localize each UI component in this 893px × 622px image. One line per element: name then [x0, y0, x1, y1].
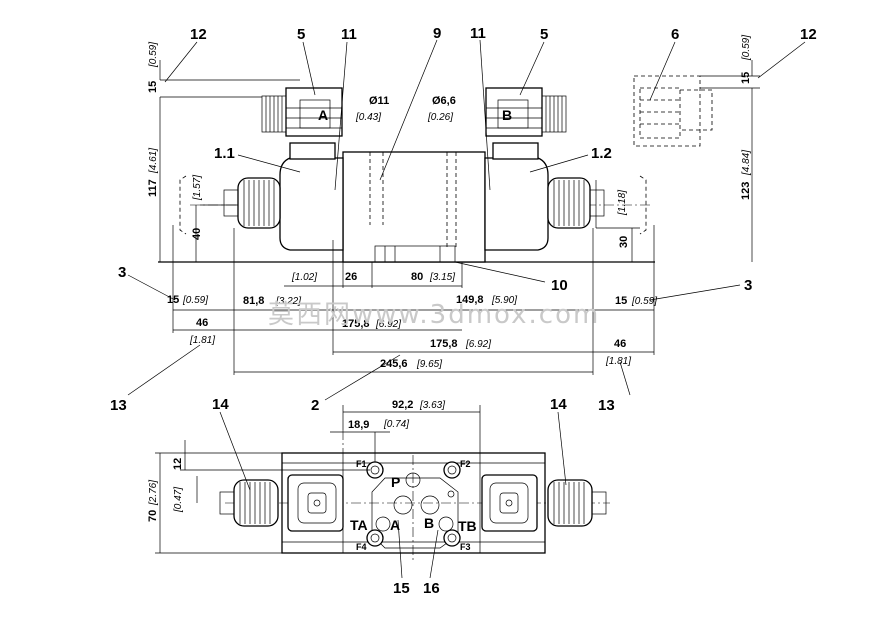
dim-102-in: [1.02]	[291, 272, 317, 283]
dim-2456-in: [9.65]	[416, 359, 442, 370]
port-b-hole	[420, 495, 440, 515]
dim-46-right-in: [1.81]	[605, 356, 631, 367]
dim-26: 26	[345, 271, 357, 283]
port-tb-label: TB	[458, 518, 477, 534]
dim-1758-a-in: [6.92]	[375, 319, 401, 330]
label-f3: F3	[460, 542, 471, 552]
connector-right	[485, 87, 543, 137]
callout-3-right: 3	[744, 277, 752, 294]
dim-15-vert-left: 15	[147, 81, 159, 93]
port-ta-label: TA	[350, 517, 368, 533]
callout-12-left: 12	[190, 26, 207, 43]
mounting-interface	[371, 477, 459, 549]
dim-1498-in: [5.90]	[491, 295, 517, 306]
callout-3-left: 3	[118, 264, 126, 281]
dim-46-left: 46	[196, 317, 208, 329]
dim-15-h-right-in: [0.59]	[631, 296, 657, 307]
callout-10: 10	[551, 277, 568, 294]
solenoid-right	[484, 157, 549, 251]
callout-5-left: 5	[297, 26, 305, 43]
dim-1758-a: 175,8	[342, 318, 370, 330]
dim-30: 30	[618, 236, 630, 248]
dim-80-in: [3.15]	[429, 272, 455, 283]
callout-1-2: 1.2	[591, 145, 612, 162]
dim-80: 80	[411, 271, 423, 283]
callout-12-right: 12	[800, 26, 817, 43]
callout-13-right: 13	[598, 397, 615, 414]
dim-dia-11: Ø11	[369, 95, 389, 107]
callout-14-left: 14	[212, 396, 229, 413]
dim-1758-b-in: [6.92]	[465, 339, 491, 350]
dim-15-vert-right: 15	[740, 72, 752, 84]
port-tb-hole	[438, 516, 454, 532]
dim-189: 18,9	[348, 419, 369, 431]
connector-rotated-outline	[633, 75, 760, 147]
dim-818: 81,8	[243, 295, 264, 307]
label-f4: F4	[356, 542, 367, 552]
dim-922-in: [3.63]	[419, 400, 445, 411]
callout-15: 15	[393, 580, 410, 597]
port-ta-hole	[375, 516, 391, 532]
callout-11-right: 11	[470, 25, 486, 42]
dim-117: 117	[147, 179, 159, 197]
callout-5-right: 5	[540, 26, 548, 43]
dim-922: 92,2	[392, 399, 413, 411]
label-f1: F1	[356, 459, 367, 469]
dim-2456: 245,6	[380, 358, 408, 370]
callout-1-1: 1.1	[214, 145, 235, 162]
dim-1758-b: 175,8	[430, 338, 458, 350]
dim-40: 40	[191, 228, 203, 240]
watermark: 莫西网www.3dmox.com	[268, 300, 600, 330]
dim-dia-66-in: [0.26]	[427, 112, 453, 123]
port-b-label: B	[424, 515, 434, 531]
dim-12: 12	[172, 458, 184, 470]
dim-157-in: [1.57]	[192, 175, 203, 201]
dim-117-in: [4.61]	[148, 148, 159, 174]
dim-dia-66: Ø6,6	[432, 95, 456, 107]
solenoid-left	[279, 157, 344, 251]
connector-left	[285, 87, 343, 137]
dim-818-in: [3.22]	[275, 296, 301, 307]
dim-46-right: 46	[614, 338, 626, 350]
dim-70: 70	[147, 510, 159, 522]
port-a-label: A	[390, 517, 400, 533]
dim-15-vert-right-in: [0.59]	[741, 35, 752, 61]
dim-1498: 149,8	[456, 294, 484, 306]
dim-189-in: [0.74]	[383, 419, 409, 430]
plan-view	[155, 405, 610, 579]
dim-70-in: [2.76]	[148, 480, 159, 506]
callout-16: 16	[423, 580, 440, 597]
dim-15-h-right: 15	[615, 295, 627, 307]
dim-dia-11-in: [0.43]	[355, 112, 381, 123]
coil-b-label: B	[502, 107, 512, 123]
label-f2: F2	[460, 459, 471, 469]
callout-2: 2	[311, 397, 319, 414]
dim-15-h-left: 15	[167, 294, 179, 306]
callout-13-left: 13	[110, 397, 127, 414]
leader-lines-top	[127, 39, 806, 401]
coil-a-label: A	[318, 107, 328, 123]
dim-123: 123	[740, 182, 752, 200]
callout-11-left: 11	[341, 26, 357, 43]
dim-15-h-left-in: [0.59]	[182, 295, 208, 306]
port-a-hole	[393, 495, 413, 515]
callout-9: 9	[433, 25, 441, 42]
dim-123-in: [4.84]	[741, 150, 752, 176]
dim-047-in: [0.47]	[173, 487, 184, 513]
side-view: A B	[127, 39, 806, 401]
port-p-label: P	[391, 474, 400, 490]
dim-46-left-in: [1.81]	[189, 335, 215, 346]
callout-14-right: 14	[550, 396, 567, 413]
dim-15-vert-left-in: [0.59]	[148, 42, 159, 68]
valve-body	[342, 151, 486, 263]
dim-118-in: [1.18]	[617, 190, 628, 216]
callout-6: 6	[671, 26, 679, 43]
